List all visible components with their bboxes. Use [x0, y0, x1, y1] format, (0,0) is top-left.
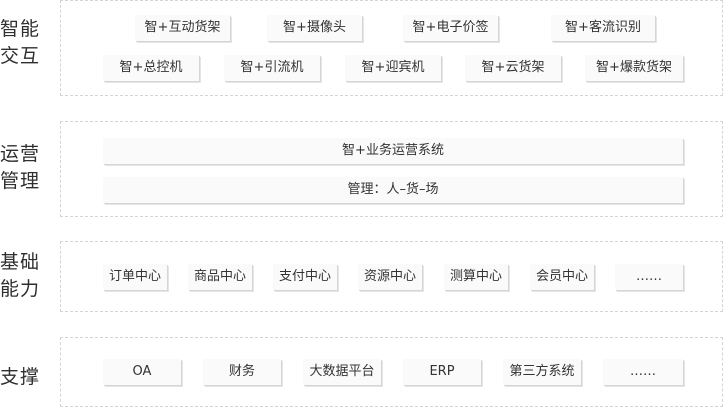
chip-more: ……	[603, 359, 683, 385]
section-label-support: 支撑	[0, 364, 50, 391]
chip-master-controller: 智+总控机	[103, 55, 199, 81]
chip-order-center: 订单中心	[103, 264, 167, 290]
panel-support: OA 财务 大数据平台 ERP 第三方系统 ……	[60, 337, 723, 407]
chip-welcome-machine: 智+迎宾机	[345, 55, 441, 81]
chip-e-price-tag: 智+电子价签	[403, 15, 498, 41]
bar-people-goods-place: 管理：人–货–场	[103, 177, 683, 203]
chip-traffic-recognition: 智+客流识别	[551, 15, 655, 41]
bar-operations-system: 智+业务运营系统	[103, 138, 683, 164]
chip-camera: 智+摄像头	[267, 15, 362, 41]
panel-smart-interaction: 智+互动货架 智+摄像头 智+电子价签 智+客流识别 智+总控机 智+引流机 智…	[60, 0, 723, 96]
panel-basic-capabilities: 订单中心 商品中心 支付中心 资源中心 测算中心 会员中心 ……	[60, 241, 723, 312]
section-label-smart-interaction: 智能 交互	[0, 16, 50, 70]
chip-payment-center: 支付中心	[273, 264, 337, 290]
chip-big-data-platform: 大数据平台	[303, 359, 381, 385]
chip-member-center: 会员中心	[530, 264, 594, 290]
chip-interactive-shelf: 智+互动货架	[135, 15, 230, 41]
chip-third-party-system: 第三方系统	[503, 359, 581, 385]
chip-more: ……	[615, 264, 683, 290]
chip-erp: ERP	[403, 359, 481, 385]
chip-product-center: 商品中心	[188, 264, 252, 290]
chip-traffic-machine: 智+引流机	[224, 55, 320, 81]
chip-calculation-center: 测算中心	[444, 264, 508, 290]
chip-oa: OA	[103, 359, 181, 385]
section-label-basic-capabilities: 基础 能力	[0, 249, 50, 303]
panel-operations: 智+业务运营系统 管理：人–货–场	[60, 121, 723, 217]
chip-cloud-shelf: 智+云货架	[465, 55, 561, 81]
chip-finance: 财务	[203, 359, 281, 385]
chip-resource-center: 资源中心	[358, 264, 422, 290]
chip-hot-item-shelf: 智+爆款货架	[585, 55, 683, 81]
section-label-operations: 运营 管理	[0, 141, 50, 195]
